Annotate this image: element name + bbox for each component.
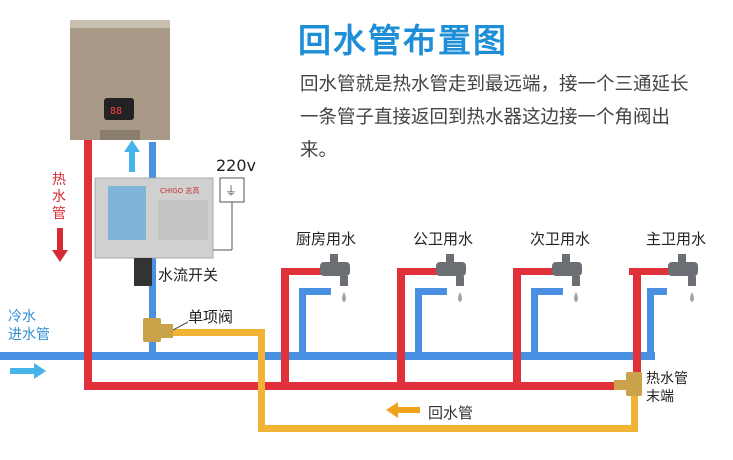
end-label-line: 末端: [646, 389, 674, 405]
svg-text:88: 88: [110, 106, 122, 117]
cold-main-pipe: [0, 352, 655, 360]
description: 回水管就是热水管走到最远端，接一个三通延长一条管子直接返回到热水器这边接一个角阀…: [300, 74, 689, 161]
page-title: 回水管布置图: [298, 21, 508, 60]
flow-switch: [134, 258, 152, 286]
return-arrow: [386, 402, 420, 418]
hot-pipe-label-char: 水: [52, 189, 66, 205]
power-socket: ⏚: [213, 177, 245, 251]
hot-down-arrow: [52, 228, 68, 262]
cold-inlet-label-line: 冷水: [8, 309, 36, 325]
cold-inlet-arrow: [10, 363, 46, 379]
end-tee-fitting: [614, 372, 642, 396]
end-label: 热水管 末端: [646, 370, 688, 406]
cold-inlet-label: 冷水 进水管: [8, 308, 50, 344]
circulation-pump: [94, 177, 214, 259]
return-pipe-label: 回水管: [428, 404, 474, 422]
end-label-line: 热水管: [646, 371, 688, 387]
hot-pipe-label-char: 管: [52, 206, 66, 222]
check-valve-label: 单项阀: [188, 308, 234, 326]
cold-up-arrow: [124, 140, 140, 172]
check-valve: [143, 318, 173, 342]
hot-pipe: [84, 136, 675, 390]
hot-pipe-label-char: 热: [52, 172, 66, 188]
outlet-label-public-bath: 公卫用水: [413, 230, 474, 248]
outlet-label-kitchen: 厨房用水: [296, 230, 357, 248]
faucets: [320, 254, 698, 302]
return-pipe: [155, 329, 638, 432]
water-heater: 88: [70, 20, 170, 140]
svg-text:⏚: ⏚: [225, 184, 237, 198]
outlet-label-second-bath: 次卫用水: [530, 230, 591, 248]
flow-switch-label: 水流开关: [158, 266, 219, 284]
cold-inlet-label-line: 进水管: [8, 327, 50, 343]
pump-brand: CHIGO 志高: [160, 187, 200, 195]
outlet-label-master-bath: 主卫用水: [646, 230, 707, 248]
voltage-label: 220v: [216, 156, 257, 175]
cold-risers: [299, 288, 667, 354]
hot-pipe-label: 热 水 管: [52, 172, 66, 223]
